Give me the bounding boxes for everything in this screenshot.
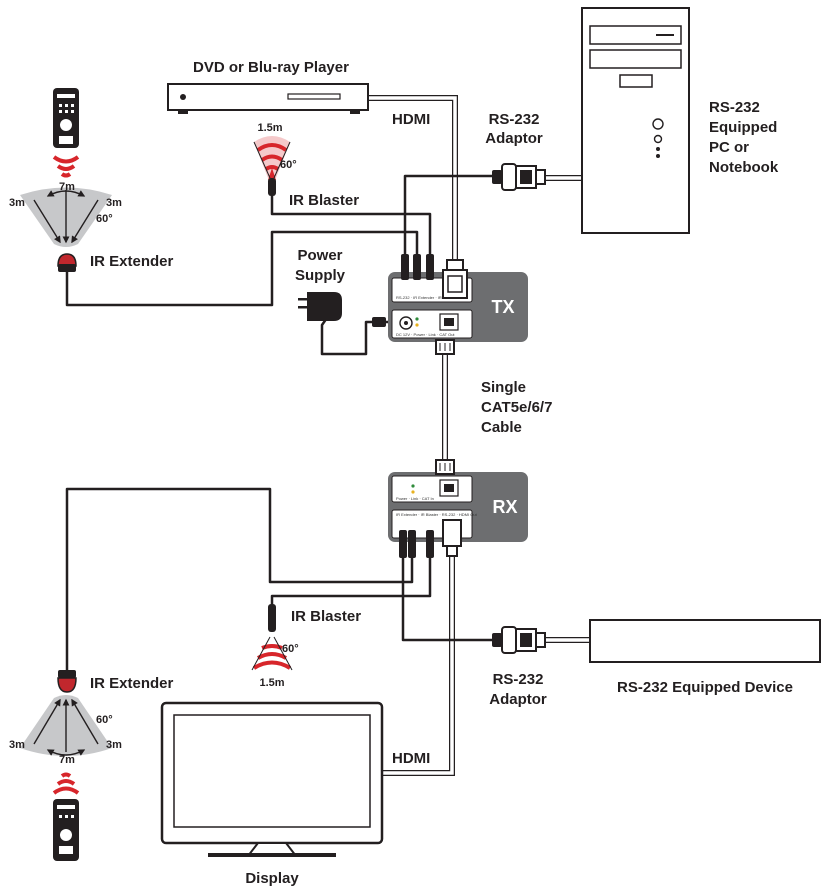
tx-connectors	[401, 254, 468, 355]
ext-top-angle: 60°	[96, 213, 113, 225]
rs232-adaptor-top-label-1: RS-232	[489, 111, 540, 128]
rx-panel-ports-bottom: IR Extender · IR Blaster · RS-232 · HDMI…	[396, 512, 478, 517]
cable-label-1: Single	[481, 379, 526, 396]
remote-control-top	[53, 88, 79, 148]
rs232-adaptor-bottom-label-1: RS-232	[493, 671, 544, 688]
ir-extender-wire-top	[65, 230, 419, 307]
ir-extender-coverage-top	[20, 187, 112, 247]
blaster-bottom-angle: 60°	[282, 643, 299, 655]
power-supply-label-2: Supply	[295, 267, 346, 284]
rx-label: RX	[492, 497, 517, 517]
rs232-adaptor-top-label-2: Adaptor	[485, 130, 543, 147]
ext-bottom-angle: 60°	[96, 714, 113, 726]
ext-top-center: 7m	[59, 181, 75, 193]
ext-top-left: 3m	[9, 197, 25, 209]
rx-connectors	[399, 459, 462, 558]
rs232-device-label: RS-232 Equipped Device	[617, 679, 793, 696]
ir-waves-top	[52, 155, 80, 178]
ext-bottom-right: 3m	[106, 739, 122, 751]
pc-tower	[581, 7, 690, 234]
ir-extender-bottom-label: IR Extender	[90, 675, 174, 692]
pc-label-3: PC or	[709, 139, 749, 156]
ir-extender-coverage-bottom	[20, 695, 112, 756]
pc-label-1: RS-232	[709, 99, 760, 116]
hdmi-top-label: HDMI	[392, 111, 430, 128]
cable-label-3: Cable	[481, 419, 522, 436]
hdmi-cable-bottom	[382, 556, 455, 776]
ir-blaster-top	[253, 136, 291, 196]
remote-control-bottom	[53, 799, 79, 861]
ir-blaster-bottom-label: IR Blaster	[291, 608, 361, 625]
ext-bottom-left: 3m	[9, 739, 25, 751]
display-label: Display	[245, 870, 299, 887]
ir-blaster-wire-bottom	[270, 554, 432, 612]
ir-blaster-wire-top	[270, 193, 432, 264]
power-supply-label-1: Power	[297, 247, 342, 264]
hdmi-cable-top	[368, 95, 458, 262]
ir-blaster-bottom	[251, 604, 293, 671]
ir-extender-wire-bottom	[65, 487, 414, 674]
ext-bottom-center: 7m	[59, 754, 75, 766]
pc-label-4: Notebook	[709, 159, 779, 176]
rs232-adaptor-top	[492, 163, 546, 191]
rx-panel-ports-top: Power · Link · CAT In	[396, 496, 434, 501]
hdmi-bottom-label: HDMI	[392, 750, 430, 767]
blaster-bottom-range: 1.5m	[259, 677, 284, 689]
pc-label-2: Equipped	[709, 119, 777, 136]
ir-extender-top	[57, 253, 77, 272]
rs232-adaptor-bottom	[492, 626, 546, 654]
power-supply	[298, 292, 386, 327]
rs232-wire-bottom	[401, 554, 495, 642]
rs232-adaptor-bottom-label-2: Adaptor	[489, 691, 547, 708]
cable-label-2: CAT5e/6/7	[481, 399, 552, 416]
dvd-player-label: DVD or Blu-ray Player	[193, 59, 349, 76]
tx-panel-ports-bottom: DC 12V · Power · Link · CAT Out	[396, 332, 455, 337]
power-wire	[320, 300, 394, 356]
rs232-equipped-device	[589, 619, 821, 663]
display-monitor	[160, 701, 384, 857]
tx-label: TX	[491, 297, 514, 317]
ir-extender-top-label: IR Extender	[90, 253, 174, 270]
rs232-wire-top	[403, 174, 495, 264]
tx-panel-ports-top: RS-232 · IR Extender · IR Blaster	[396, 295, 456, 300]
ir-waves-bottom	[52, 772, 80, 795]
ir-blaster-top-label: IR Blaster	[289, 192, 359, 209]
blaster-top-angle: 60°	[280, 159, 297, 171]
ir-extender-bottom	[57, 670, 77, 693]
ext-top-right: 3m	[106, 197, 122, 209]
dvd-player	[167, 83, 369, 114]
blaster-top-range: 1.5m	[257, 122, 282, 134]
